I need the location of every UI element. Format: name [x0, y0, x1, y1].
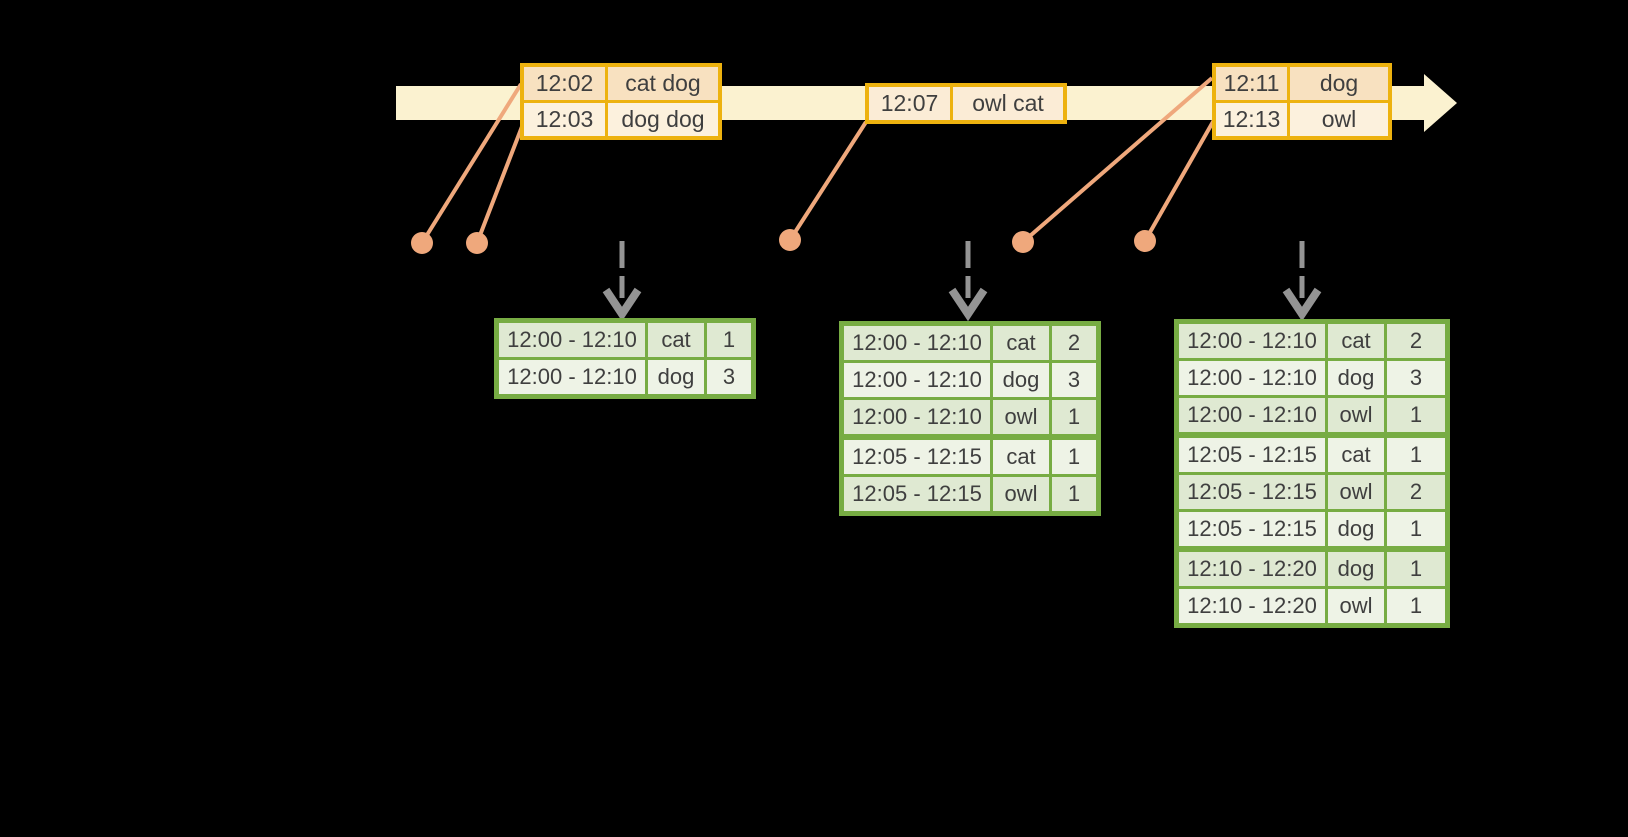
- result-table-3: 12:00 - 12:10 cat 2 12:00 - 12:10 dog 3 …: [1174, 319, 1450, 628]
- count-cell: 2: [1387, 324, 1445, 358]
- timeline-arrow-head: [1424, 74, 1457, 132]
- count-cell: 3: [1052, 363, 1096, 397]
- result-table-row: 12:00 - 12:10 owl 1: [844, 400, 1096, 434]
- window-cell: 12:00 - 12:10: [1179, 361, 1325, 395]
- word-cell: cat: [993, 440, 1049, 474]
- word-cell: owl: [1328, 475, 1384, 509]
- event-connector-lines: [420, 76, 1216, 245]
- event-table-row: 12:07 owl cat: [869, 87, 1063, 120]
- event-table-1: 12:02 cat dog 12:03 dog dog: [520, 63, 722, 140]
- event-words-cell: cat dog: [608, 67, 718, 100]
- result-table-row: 12:00 - 12:10 owl 1: [1179, 398, 1445, 432]
- event-time-cell: 12:02: [524, 67, 605, 100]
- event-dots: [411, 229, 1156, 254]
- trigger-arrow-head: [602, 287, 642, 322]
- word-cell: dog: [648, 360, 704, 394]
- word-cell: owl: [993, 477, 1049, 511]
- word-cell: dog: [1328, 552, 1384, 586]
- window-cell: 12:10 - 12:20: [1179, 552, 1325, 586]
- result-table-row: 12:00 - 12:10 cat 2: [844, 326, 1096, 360]
- window-cell: 12:00 - 12:10: [844, 363, 990, 397]
- event-dot: [1012, 231, 1034, 253]
- event-table-row: 12:02 cat dog: [524, 67, 718, 100]
- result-table-row: 12:05 - 12:15 owl 1: [844, 477, 1096, 511]
- event-dot: [466, 232, 488, 254]
- word-cell: dog: [1328, 512, 1384, 546]
- event-time-cell: 12:13: [1216, 103, 1287, 136]
- count-cell: 1: [1387, 589, 1445, 623]
- event-words-cell: owl: [1290, 103, 1388, 136]
- result-table-row: 12:10 - 12:20 owl 1: [1179, 589, 1445, 623]
- event-table-3: 12:11 dog 12:13 owl: [1212, 63, 1392, 140]
- result-table-1: 12:00 - 12:10 cat 1 12:00 - 12:10 dog 3: [494, 318, 756, 399]
- trigger-arrow-head: [948, 287, 988, 322]
- window-cell: 12:00 - 12:10: [844, 400, 990, 434]
- window-cell: 12:00 - 12:10: [1179, 398, 1325, 432]
- window-cell: 12:05 - 12:15: [1179, 438, 1325, 472]
- event-words-cell: dog: [1290, 67, 1388, 100]
- word-cell: cat: [993, 326, 1049, 360]
- event-connector-line: [788, 120, 868, 242]
- word-cell: cat: [1328, 324, 1384, 358]
- window-cell: 12:05 - 12:15: [1179, 512, 1325, 546]
- event-time-cell: 12:11: [1216, 67, 1287, 100]
- count-cell: 1: [1387, 438, 1445, 472]
- result-table-row: 12:00 - 12:10 cat 2: [1179, 324, 1445, 358]
- count-cell: 2: [1387, 475, 1445, 509]
- result-table-row: 12:05 - 12:15 cat 1: [844, 440, 1096, 474]
- word-cell: cat: [648, 323, 704, 357]
- event-connector-line: [1021, 76, 1214, 244]
- result-table-2: 12:00 - 12:10 cat 2 12:00 - 12:10 dog 3 …: [839, 321, 1101, 516]
- event-time-cell: 12:07: [869, 87, 950, 120]
- event-table-row: 12:13 owl: [1216, 103, 1388, 136]
- window-cell: 12:00 - 12:10: [499, 323, 645, 357]
- event-table-row: 12:03 dog dog: [524, 103, 718, 136]
- word-cell: owl: [993, 400, 1049, 434]
- event-dot: [779, 229, 801, 251]
- event-table-2: 12:07 owl cat: [865, 83, 1067, 124]
- event-connector-line: [420, 82, 523, 245]
- count-cell: 1: [1052, 440, 1096, 474]
- count-cell: 1: [1052, 400, 1096, 434]
- window-cell: 12:00 - 12:10: [1179, 324, 1325, 358]
- window-cell: 12:05 - 12:15: [844, 440, 990, 474]
- window-cell: 12:00 - 12:10: [844, 326, 990, 360]
- count-cell: 1: [1387, 398, 1445, 432]
- event-dot: [1134, 230, 1156, 252]
- trigger-arrows: [602, 241, 1322, 322]
- result-table-row: 12:00 - 12:10 dog 3: [844, 363, 1096, 397]
- word-cell: owl: [1328, 398, 1384, 432]
- count-cell: 1: [1387, 552, 1445, 586]
- count-cell: 1: [707, 323, 751, 357]
- count-cell: 1: [1387, 512, 1445, 546]
- event-words-cell: dog dog: [608, 103, 718, 136]
- window-cell: 12:05 - 12:15: [1179, 475, 1325, 509]
- result-table-row: 12:05 - 12:15 cat 1: [1179, 438, 1445, 472]
- word-cell: owl: [1328, 589, 1384, 623]
- count-cell: 3: [1387, 361, 1445, 395]
- trigger-arrow-head: [1282, 287, 1322, 322]
- event-connector-line: [475, 123, 525, 244]
- count-cell: 2: [1052, 326, 1096, 360]
- word-cell: cat: [1328, 438, 1384, 472]
- event-time-cell: 12:03: [524, 103, 605, 136]
- result-table-row: 12:05 - 12:15 dog 1: [1179, 512, 1445, 546]
- result-table-row: 12:05 - 12:15 owl 2: [1179, 475, 1445, 509]
- count-cell: 3: [707, 360, 751, 394]
- count-cell: 1: [1052, 477, 1096, 511]
- event-words-cell: owl cat: [953, 87, 1063, 120]
- result-table-row: 12:00 - 12:10 dog 3: [499, 360, 751, 394]
- event-connector-line: [1143, 119, 1216, 242]
- word-cell: dog: [1328, 361, 1384, 395]
- result-table-row: 12:10 - 12:20 dog 1: [1179, 552, 1445, 586]
- word-cell: dog: [993, 363, 1049, 397]
- window-cell: 12:10 - 12:20: [1179, 589, 1325, 623]
- result-table-row: 12:00 - 12:10 cat 1: [499, 323, 751, 357]
- event-table-row: 12:11 dog: [1216, 67, 1388, 100]
- window-cell: 12:00 - 12:10: [499, 360, 645, 394]
- result-table-row: 12:00 - 12:10 dog 3: [1179, 361, 1445, 395]
- event-dot: [411, 232, 433, 254]
- window-cell: 12:05 - 12:15: [844, 477, 990, 511]
